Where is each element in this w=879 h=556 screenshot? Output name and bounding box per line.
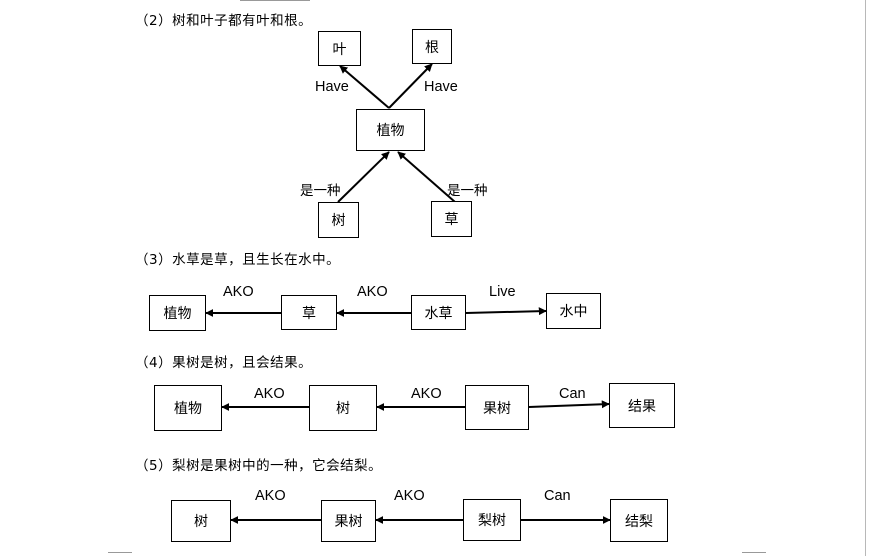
node-in-water: 水中 [546, 293, 601, 329]
label-ako-5a: AKO [255, 488, 286, 504]
node-root: 根 [412, 29, 452, 64]
node-waterweed: 水草 [411, 295, 466, 330]
edge-waterweed-live-inwater [465, 307, 547, 316]
node-fruit-tree-5: 果树 [321, 500, 376, 542]
label-have-left: Have [315, 79, 349, 95]
page-margin-line [865, 0, 866, 556]
node-tree-5: 树 [171, 500, 231, 542]
node-bear-pear: 结梨 [610, 499, 668, 542]
label-ako-4a: AKO [254, 386, 285, 402]
label-isa-right: 是一种 [447, 183, 488, 199]
node-fruit-tree: 果树 [465, 385, 529, 430]
edge-plant-have-leaf [339, 65, 390, 109]
label-can-5: Can [544, 488, 571, 504]
node-tree: 树 [318, 202, 359, 238]
label-live: Live [489, 284, 516, 300]
page-corner-mark-left [108, 552, 132, 556]
label-can-4: Can [559, 386, 586, 402]
node-tree-4: 树 [309, 385, 377, 431]
node-leaf: 叶 [318, 31, 361, 66]
label-isa-left: 是一种 [300, 183, 341, 199]
edge-grass-isa-plant [397, 151, 456, 203]
label-ako-3b: AKO [357, 284, 388, 300]
heading-item-5: （5）梨树是果树中的一种，它会结梨。 [135, 458, 383, 474]
node-grass: 草 [431, 201, 472, 237]
edge-plant-have-root [388, 63, 433, 109]
node-plant: 植物 [356, 109, 425, 151]
node-grass-3: 草 [281, 295, 337, 330]
heading-item-2: （2）树和叶子都有叶和根。 [135, 13, 313, 29]
heading-item-3: （3）水草是草，且生长在水中。 [135, 252, 341, 268]
edge-tree-isa-plant [337, 151, 390, 203]
node-plant-4: 植物 [154, 385, 222, 431]
label-ako-4b: AKO [411, 386, 442, 402]
heading-item-4: （4）果树是树，且会结果。 [135, 355, 313, 371]
label-have-right: Have [424, 79, 458, 95]
node-pear-tree: 梨树 [463, 499, 521, 541]
top-rule [240, 0, 310, 1]
label-ako-3a: AKO [223, 284, 254, 300]
node-bear-fruit: 结果 [609, 383, 675, 428]
node-plant-3: 植物 [149, 295, 206, 331]
edge-fruittree-can-bearfruit [528, 400, 610, 409]
page-corner-mark-right [742, 552, 766, 556]
label-ako-5b: AKO [394, 488, 425, 504]
